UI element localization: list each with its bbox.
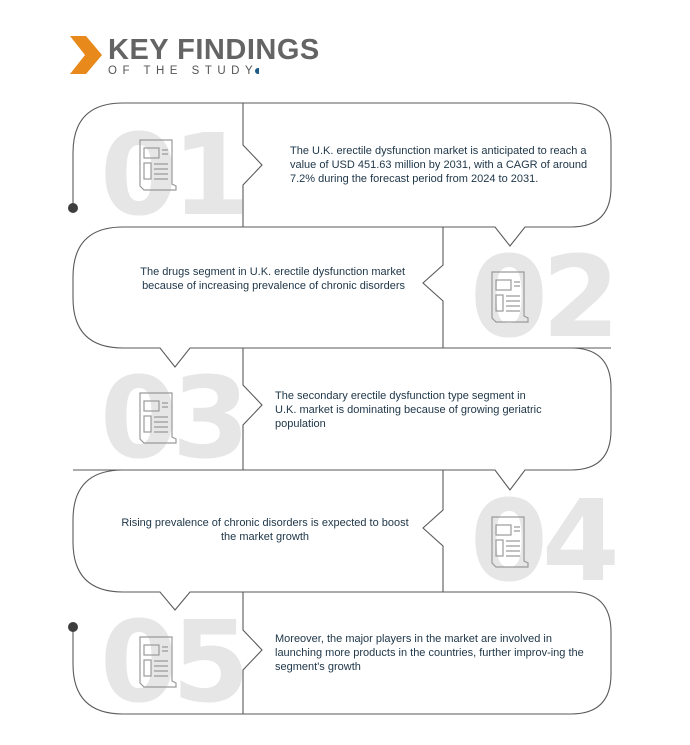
newspaper-icon [491,516,529,568]
newspaper-icon [139,636,177,688]
timeline-dot-end [68,622,78,632]
subtitle-text: OF THE STUDY [108,65,259,77]
subtitle: OF THE STUDY [108,65,260,77]
dot-icon [255,68,260,74]
finding-3-text: The secondary erectile dysfunction type … [275,390,542,430]
finding-1-text: The U.K. erectile dysfunction market is … [290,145,588,185]
finding-5-text: Moreover, the major players in the marke… [275,633,584,673]
newspaper-icon [139,392,177,444]
number-05: 05 [100,598,250,728]
finding-2-text: The drugs segment in U.K. erectile dysfu… [140,266,405,292]
newspaper-icon [139,139,177,191]
number-02: 02 [470,233,620,363]
finding-4-text: Rising prevalence of chronic disorders i… [121,517,409,543]
number-03: 03 [100,354,250,484]
chevron-logo-icon [70,36,102,74]
timeline-dot-start [68,203,78,213]
number-01: 01 [100,111,250,241]
newspaper-icon [491,271,529,323]
title: KEY FINDINGS [108,34,320,66]
number-04: 04 [470,477,620,607]
